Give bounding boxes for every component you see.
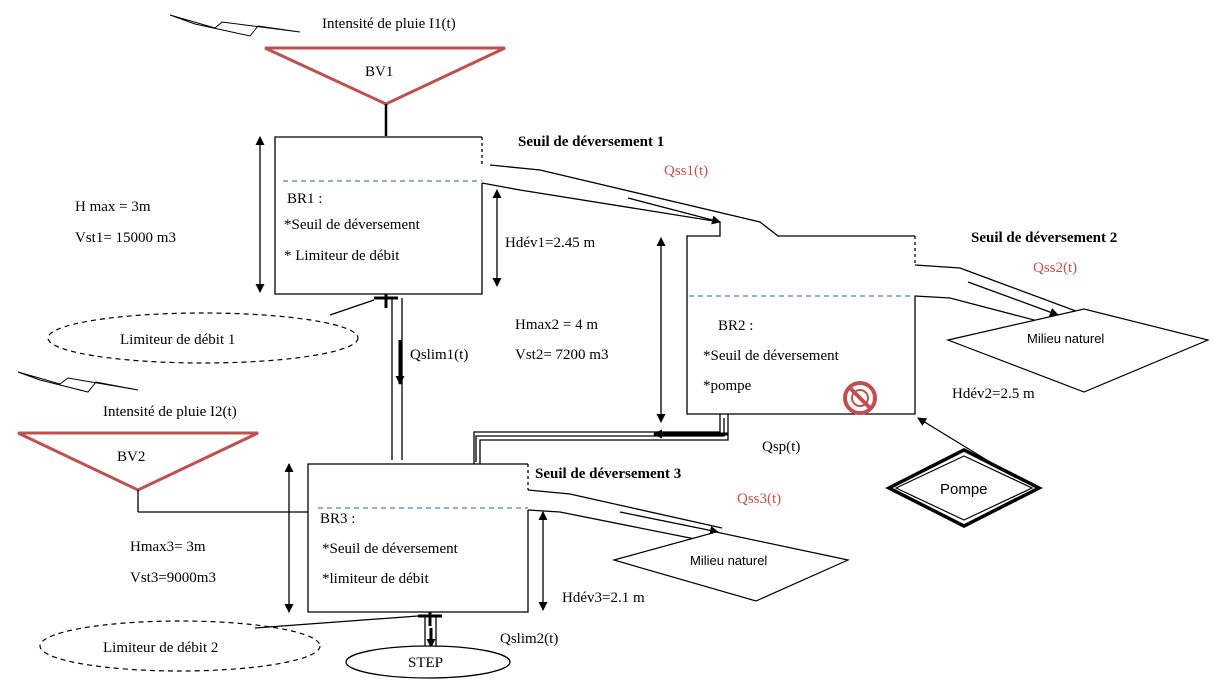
br3-vst-label: Vst3=9000m3 xyxy=(130,570,216,586)
basin-br1 xyxy=(274,136,483,295)
br2-hdev-label: Hdév2=2.5 m xyxy=(952,386,1035,402)
qss3-label: Qss3(t) xyxy=(737,491,781,507)
milieu-naturel-2-label: Milieu naturel xyxy=(690,553,767,568)
rain-intensity-2-label: Intensité de pluie I2(t) xyxy=(103,404,237,420)
br3-line2: *limiteur de débit xyxy=(322,571,429,587)
step-label: STEP xyxy=(408,655,443,671)
br3-line1: *Seuil de déversement xyxy=(322,541,459,557)
qslim2-label: Qslim2(t) xyxy=(500,631,558,647)
watershed-bv2-triangle xyxy=(17,431,259,492)
lightning-bolt-icon xyxy=(17,371,139,393)
pump-box xyxy=(885,448,1043,528)
seuil-3-label: Seuil de déversement 3 xyxy=(535,466,681,482)
br2-line2: *pompe xyxy=(703,378,752,394)
br1-title: BR1 : xyxy=(287,191,322,207)
br3-hdev-label: Hdév3=2.1 m xyxy=(562,590,645,606)
br1-hdev-label: Hdév1=2.45 m xyxy=(505,235,595,251)
prohibited-icon xyxy=(843,381,877,415)
milieu-naturel-1-label: Milieu naturel xyxy=(1027,331,1104,346)
br1-line1: *Seuil de déversement xyxy=(284,217,421,233)
br2-title: BR2 : xyxy=(718,318,753,334)
limiteur-1-label: Limiteur de débit 1 xyxy=(120,332,235,348)
lightning-bolt-icon xyxy=(169,14,301,37)
seuil-1-label: Seuil de déversement 1 xyxy=(518,134,664,150)
seuil-2-label: Seuil de déversement 2 xyxy=(971,230,1117,246)
br3-title: BR3 : xyxy=(320,511,355,527)
br2-line1: *Seuil de déversement xyxy=(703,348,840,364)
milieu-naturel-2 xyxy=(611,531,850,602)
qslim1-label: Qslim1(t) xyxy=(410,347,468,363)
limiteur-2-label: Limiteur de débit 2 xyxy=(103,640,218,656)
qsp-label: Qsp(t) xyxy=(762,439,800,455)
br3-hmax-label: Hmax3= 3m xyxy=(130,539,206,555)
limiteur-1-ellipse xyxy=(47,312,359,364)
bv2-label: BV2 xyxy=(117,449,145,465)
qss2-label: Qss2(t) xyxy=(1033,260,1077,276)
basin-br3 xyxy=(307,463,529,613)
br1-line2: * Limiteur de débit xyxy=(284,248,400,264)
br1-vst-label: Vst1= 15000 m3 xyxy=(75,230,176,246)
br1-hmax-label: H max = 3m xyxy=(75,199,151,215)
qss1-label: Qss1(t) xyxy=(664,163,708,179)
watershed-bv1-triangle xyxy=(264,46,506,106)
br2-vst-label: Vst2= 7200 m3 xyxy=(515,347,608,363)
milieu-naturel-1 xyxy=(945,308,1210,393)
rain-intensity-1-label: Intensité de pluie I1(t) xyxy=(322,16,456,32)
step-treatment-plant xyxy=(345,645,511,679)
br2-hmax-label: Hmax2 = 4 m xyxy=(515,317,598,333)
basin-br2 xyxy=(686,235,916,415)
bv1-label: BV1 xyxy=(365,64,393,80)
pompe-label: Pompe xyxy=(940,481,988,498)
limiteur-2-ellipse xyxy=(39,620,321,672)
